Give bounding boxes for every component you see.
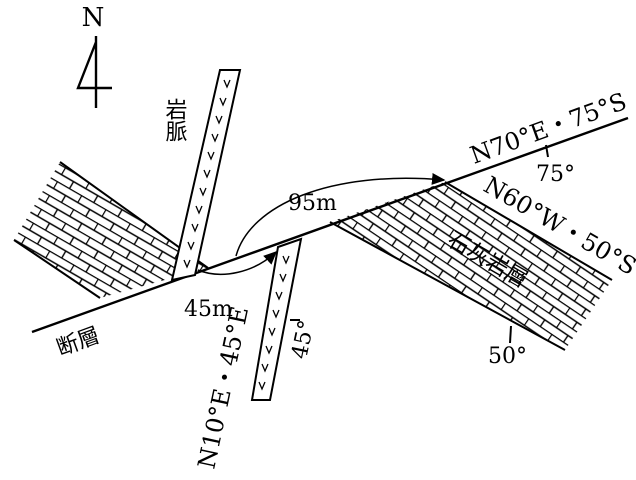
dike-label: 岩脈 xyxy=(162,98,188,142)
dike-south xyxy=(250,237,303,401)
fault-dip-label: 75° xyxy=(536,162,575,187)
fault-attitude-label: N70°E・75°S xyxy=(466,87,630,169)
north-arrow: N xyxy=(76,3,112,108)
dike-offset-label: 45m xyxy=(184,297,233,322)
dike-offset-arrow xyxy=(197,250,278,276)
fault-dip-tick xyxy=(545,144,549,158)
dike-north xyxy=(170,69,242,282)
limestone-offset-label: 95m xyxy=(288,191,337,216)
limestone-dip-label: 50° xyxy=(488,344,527,369)
limestone-offset-arrow xyxy=(235,172,446,257)
fault-line xyxy=(31,116,629,334)
limestone-bed-east xyxy=(329,181,613,351)
limestone-dip-tick xyxy=(509,325,512,344)
fault-label: 断層 xyxy=(54,323,104,362)
north-label: N xyxy=(82,3,105,33)
north-arrow-icon xyxy=(76,36,112,108)
dike-dip-label: 45° xyxy=(287,318,320,361)
dike-attitude-label: N10°E・45°E xyxy=(192,304,254,471)
